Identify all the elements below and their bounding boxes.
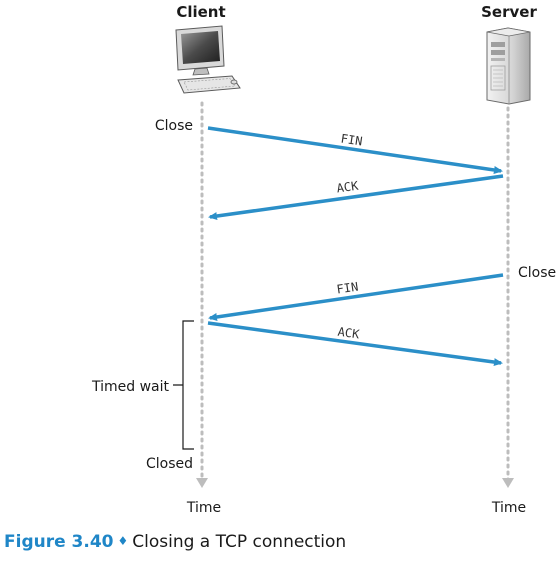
client-label: Client: [176, 3, 225, 21]
figure-number: Figure 3.40: [4, 532, 114, 552]
server-close-label: Close: [518, 265, 556, 281]
ack-arrow-client-to-server: [207, 321, 503, 367]
caption-separator: ♦: [117, 534, 129, 548]
tcp-close-sequence-diagram: Client Server Close Close Timed wait Clo…: [91, 3, 556, 516]
closed-label: Closed: [146, 456, 193, 472]
ack-message-label-1: ACK: [336, 178, 360, 195]
timed-wait-label: Timed wait: [91, 379, 170, 395]
caption-text: Closing a TCP connection: [132, 532, 347, 552]
ack-arrow-server-to-client: [208, 174, 504, 220]
client-time-label: Time: [186, 500, 221, 516]
desktop-computer-icon: [175, 25, 241, 94]
client-close-label: Close: [155, 118, 193, 134]
fin-message-label-1: FIN: [340, 132, 363, 149]
server-label: Server: [481, 3, 537, 21]
fin-arrow-client-to-server: [207, 126, 503, 174]
fin-arrow-server-to-client: [208, 273, 504, 321]
server-time-label: Time: [491, 500, 526, 516]
figure-caption: Figure 3.40♦Closing a TCP connection: [4, 532, 346, 552]
timed-wait-bracket: [173, 320, 194, 450]
ack-message-label-2: ACK: [337, 325, 361, 342]
fin-message-label-2: FIN: [336, 280, 359, 297]
server-tower-icon: [486, 27, 531, 105]
